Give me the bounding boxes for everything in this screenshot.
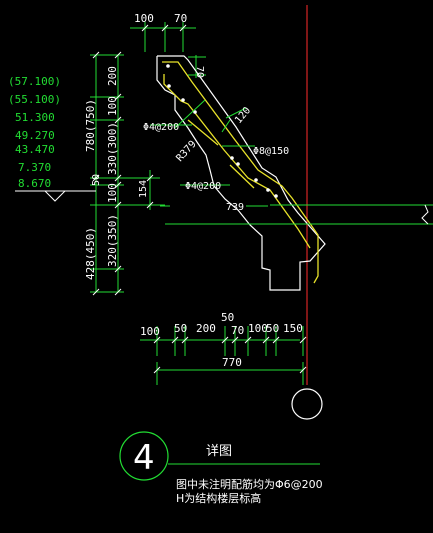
right-top-dimension <box>188 55 206 78</box>
slab-lines <box>165 204 433 225</box>
detail-number-circle <box>119 431 169 481</box>
rebar-main <box>162 61 319 284</box>
detail-title: 详图 <box>206 444 232 459</box>
section-outline <box>156 55 326 291</box>
note-line-1: 图中未注明配筋均为Φ6@200 <box>176 477 323 491</box>
vdim-total-lower: 428(450) <box>84 227 97 280</box>
rebar-label-d: Φ8@150 <box>253 146 289 157</box>
note-line-2: H为结构楼层标高 <box>176 491 261 505</box>
right-top-dim-70: 70 <box>194 66 205 78</box>
radius-label: R379 <box>174 139 198 164</box>
vdim-total-upper: 780(750) <box>84 99 97 152</box>
vertical-dimensions <box>90 54 165 293</box>
level-marker <box>15 190 96 202</box>
bdim-50a: 50 <box>174 322 187 335</box>
vertical-ticks <box>92 51 154 296</box>
axis-bubble <box>291 388 323 420</box>
top-dimension <box>130 22 196 52</box>
bdim-70: 70 <box>231 324 244 337</box>
rebar-label-a: Φ4@200 <box>143 122 179 133</box>
bdim-150: 150 <box>283 322 303 335</box>
vdim-320: 320(350) <box>106 214 119 267</box>
level-4: 43.470 <box>15 143 55 156</box>
length-label: 739 <box>226 202 244 213</box>
level-6: 8.670 <box>18 177 51 190</box>
bdim-50b: 50 <box>221 311 234 324</box>
bdim-200: 200 <box>196 322 216 335</box>
top-dim-100: 100 <box>134 12 154 25</box>
rebar-dots <box>166 64 278 198</box>
rebar-label-e: Φ4@200 <box>185 181 221 192</box>
level-1: (55.100) <box>8 93 61 106</box>
vdim-200: 200 <box>106 66 119 86</box>
top-dim-70: 70 <box>174 12 187 25</box>
level-2: 51.300 <box>15 111 55 124</box>
bdim-total: 770 <box>222 356 242 369</box>
vdim-330: 330(300) <box>106 122 119 175</box>
vdim-100b: 100 <box>106 183 119 203</box>
leader-lines <box>150 99 268 207</box>
rebar-label-b: 120 <box>233 105 253 126</box>
bdim-100b: 100 <box>248 322 268 335</box>
vdim-100: 100 <box>106 96 119 116</box>
detail-number: 4 <box>133 438 155 478</box>
bottom-ticks <box>153 336 307 374</box>
bdim-50c: 50 <box>266 322 279 335</box>
vdim-50: 50 <box>91 174 102 186</box>
level-3: 49.270 <box>15 129 55 142</box>
level-5: 7.370 <box>18 161 51 174</box>
vdim-154: 154 <box>138 180 149 198</box>
level-0: (57.100) <box>8 75 61 88</box>
bottom-dimensions <box>140 326 304 385</box>
bdim-100: 100 <box>140 325 160 338</box>
